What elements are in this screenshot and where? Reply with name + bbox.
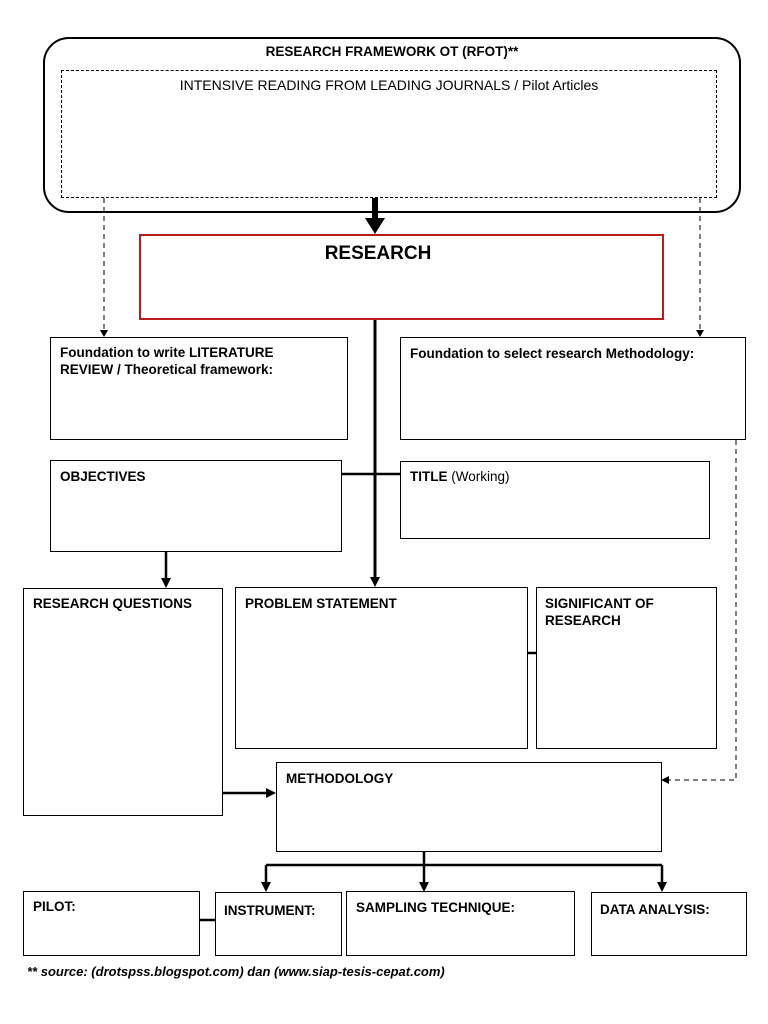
literature-review-box bbox=[50, 337, 348, 440]
significant-box bbox=[536, 587, 717, 749]
pilot-label: PILOT: bbox=[33, 899, 76, 914]
framework-frame bbox=[43, 37, 741, 213]
problem-statement-box bbox=[235, 587, 528, 749]
title-box bbox=[400, 461, 710, 539]
problem-statement-label: PROBLEM STATEMENT bbox=[245, 596, 397, 611]
literature-review-label: Foundation to write LITERATURE REVIEW / … bbox=[60, 345, 274, 377]
sampling-box bbox=[346, 891, 575, 956]
significant-label: SIGNIFICANT OF RESEARCH bbox=[545, 596, 654, 628]
framework-title: RESEARCH FRAMEWORK OT (RFOT)** bbox=[265, 44, 519, 59]
research-questions-label: RESEARCH QUESTIONS bbox=[33, 596, 193, 611]
sampling-label: SAMPLING TECHNIQUE: bbox=[356, 900, 516, 915]
reading-label: INTENSIVE READING FROM LEADING JOURNALS … bbox=[179, 77, 599, 93]
methodology-box bbox=[276, 762, 662, 852]
pilot-box bbox=[23, 891, 200, 956]
research-questions-box bbox=[23, 588, 223, 816]
research-box bbox=[139, 234, 664, 320]
methodology-label: METHODOLOGY bbox=[286, 771, 394, 786]
data-analysis-label: DATA ANALYSIS: bbox=[600, 902, 710, 917]
objectives-label: OBJECTIVES bbox=[60, 469, 146, 484]
instrument-box bbox=[215, 892, 342, 956]
objectives-box bbox=[50, 460, 342, 552]
methodology-foundation-box bbox=[400, 337, 746, 440]
instrument-label: INSTRUMENT: bbox=[224, 903, 316, 918]
methodology-foundation-label: Foundation to select research Methodolog… bbox=[410, 346, 695, 361]
data-analysis-box bbox=[591, 892, 747, 956]
title-label: TITLE (Working) bbox=[410, 468, 510, 485]
research-label: RESEARCH bbox=[324, 243, 432, 264]
reading-dashed-box bbox=[61, 70, 717, 198]
title-bold-text: TITLE bbox=[410, 469, 448, 484]
source-footnote: ** source: (drotspss.blogspot.com) dan (… bbox=[27, 964, 445, 979]
title-note-text: (Working) bbox=[447, 469, 510, 484]
